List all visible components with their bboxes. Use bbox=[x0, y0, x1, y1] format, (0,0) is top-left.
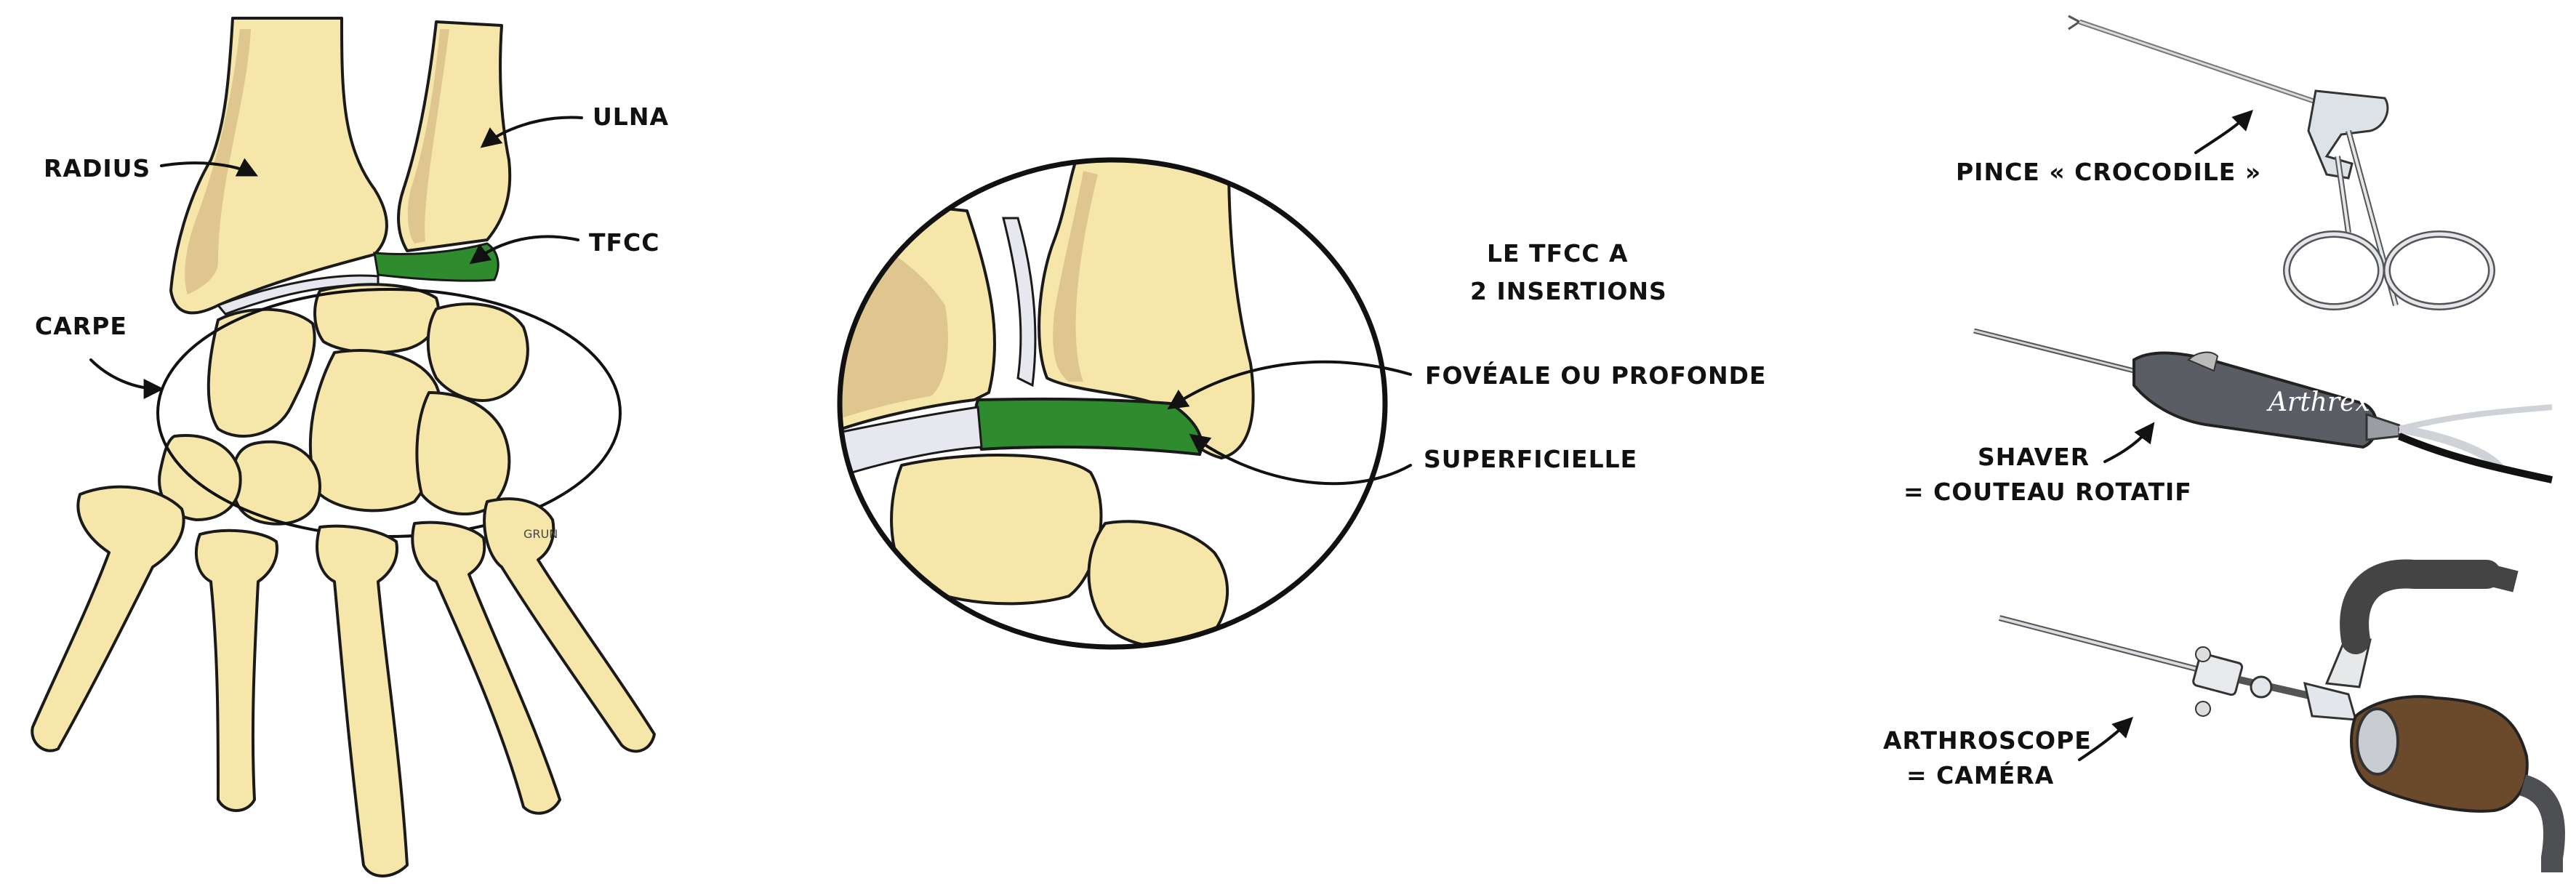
label-shaver-line2: = COUTEAU ROTATIF bbox=[1903, 478, 2192, 506]
arthroscope-instrument bbox=[1998, 559, 2565, 872]
zoom-heading-line1: LE TFCC A bbox=[1487, 239, 1629, 268]
artist-signature: GRUN bbox=[523, 527, 558, 541]
metacarpal-bones bbox=[31, 485, 656, 877]
label-carpe: CARPE bbox=[35, 312, 127, 340]
label-pince-crocodile: PINCE « CROCODILE » bbox=[1956, 158, 2261, 186]
tfcc-ligament bbox=[373, 242, 499, 282]
shaver-brand-text: Arthrex bbox=[2266, 387, 2370, 417]
crocodile-forceps bbox=[2068, 15, 2495, 310]
label-radius: RADIUS bbox=[44, 154, 151, 182]
wrist-anatomy-panel: GRUN RADIUS ULNA TFCC CARPE bbox=[31, 17, 669, 877]
zoom-heading-line2: 2 INSERTIONS bbox=[1470, 277, 1667, 305]
instruments-panel: PINCE « CROCODILE » Arthrex SHAVER = COU… bbox=[1883, 15, 2565, 872]
zoom-tfcc-ligament bbox=[973, 397, 1203, 457]
shaver-instrument: Arthrex bbox=[1973, 328, 2553, 483]
label-foveal-insertion: FOVÉALE OU PROFONDE bbox=[1425, 361, 1767, 390]
label-ulna: ULNA bbox=[593, 103, 669, 131]
carpal-bones bbox=[158, 283, 529, 526]
label-arthroscope-line2: = CAMÉRA bbox=[1906, 760, 2054, 789]
label-tfcc: TFCC bbox=[589, 228, 660, 257]
label-arthroscope-line1: ARTHROSCOPE bbox=[1883, 726, 2092, 755]
tfcc-zoom-panel: LE TFCC A 2 INSERTIONS FOVÉALE OU PROFON… bbox=[837, 157, 1767, 650]
label-shaver-line1: SHAVER bbox=[1978, 443, 2090, 471]
label-superficial-insertion: SUPERFICIELLE bbox=[1424, 445, 1637, 473]
